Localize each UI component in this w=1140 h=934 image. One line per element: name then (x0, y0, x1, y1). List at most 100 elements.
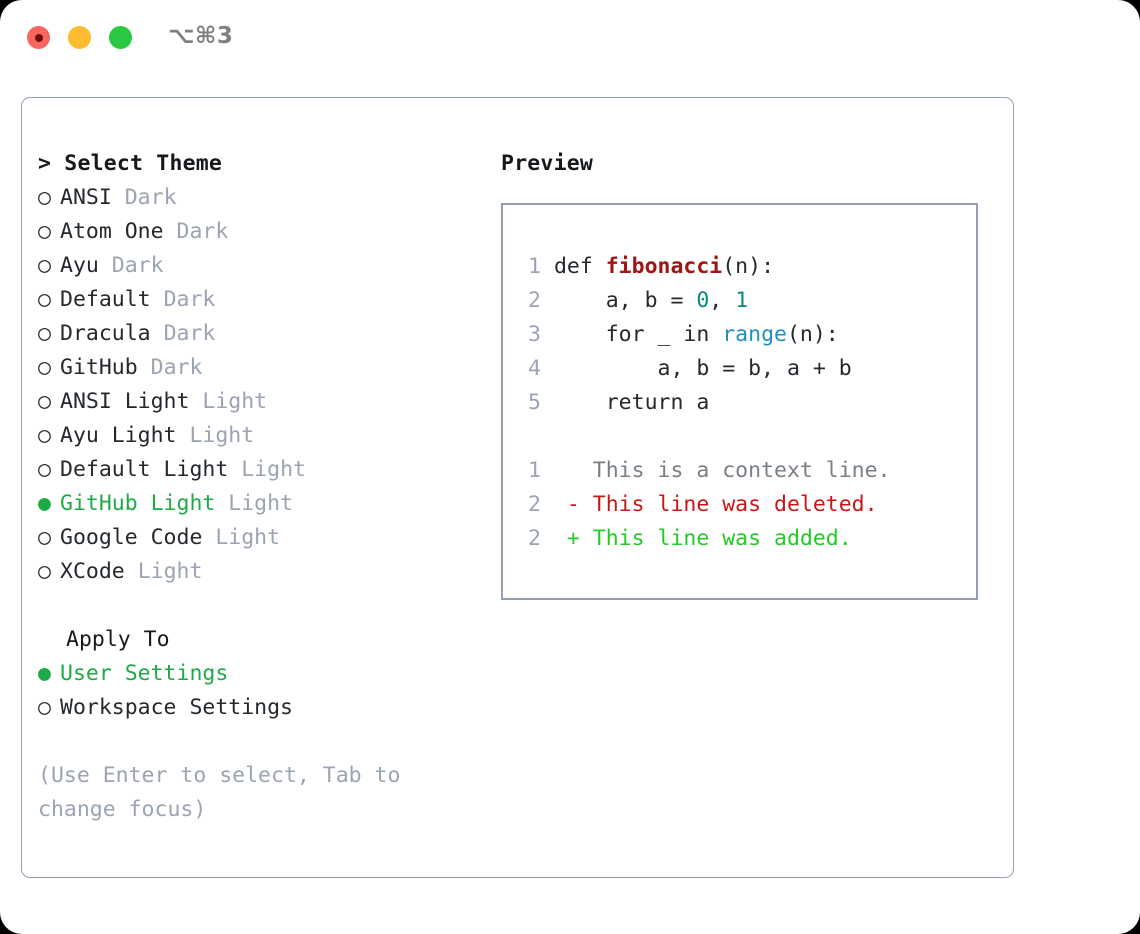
theme-picker-header: > Select Theme (38, 147, 498, 181)
line-number: 1 (528, 458, 541, 483)
theme-option-name: Ayu Light (60, 423, 177, 448)
theme-option-xcode[interactable]: ○ XCode Light (38, 555, 498, 589)
theme-option-category: Dark (124, 185, 177, 210)
line-number: 4 (528, 356, 541, 381)
radio-unselected-icon: ○ (38, 185, 51, 210)
maximize-button[interactable] (109, 26, 132, 49)
diff-sign: - (566, 492, 593, 517)
code-line: 4 a, b = b, a + b (515, 352, 970, 386)
theme-option-ansi[interactable]: ○ANSI Dark (38, 181, 498, 215)
code-line: 3 for _ in range(n): (515, 318, 970, 352)
close-button[interactable] (27, 26, 50, 49)
apply-to-option-name: User Settings (60, 661, 229, 686)
code-line: 2 a, b = 0, 1 (515, 284, 970, 318)
line-number: 3 (528, 322, 541, 347)
radio-unselected-icon: ○ (38, 321, 51, 346)
radio-unselected-icon: ○ (38, 287, 51, 312)
title-bar: ⌥⌘3 (0, 0, 1140, 76)
theme-option-category: Light (228, 491, 294, 516)
code-token: range (722, 322, 787, 347)
radio-selected-icon: ● (38, 491, 51, 516)
radio-selected-icon: ● (38, 661, 51, 686)
diff-text: This is a context line. (592, 458, 891, 483)
theme-option-category: Dark (150, 355, 203, 380)
preview-title: Preview (501, 151, 594, 176)
theme-option-dracula[interactable]: ○ Dracula Dark (38, 317, 498, 351)
diff-line-added: 2 + This line was added. (515, 522, 970, 556)
theme-option-category: Dark (111, 253, 164, 278)
theme-option-category: Light (215, 525, 281, 550)
radio-unselected-icon: ○ (38, 695, 51, 720)
theme-option-category: Dark (163, 321, 216, 346)
keyboard-hint: (Use Enter to select, Tab to change focu… (38, 763, 401, 822)
code-line: 5 return a (515, 386, 970, 420)
apply-to-label: Apply To (66, 627, 170, 652)
theme-option-github[interactable]: ○ GitHub Dark (38, 351, 498, 385)
theme-option-name: Dracula (60, 321, 151, 346)
theme-option-atom-one[interactable]: ○ Atom One Dark (38, 215, 498, 249)
header-prompt-marker: > (38, 151, 65, 176)
diff-sign: + (566, 526, 593, 551)
list-spacer (38, 589, 498, 623)
theme-option-ayu-light[interactable]: ○ Ayu Light Light (38, 419, 498, 453)
apply-to-option-name: Workspace Settings (60, 695, 293, 720)
theme-option-category: Dark (163, 287, 216, 312)
code-token: (n): (786, 322, 839, 347)
diff-text: This line was deleted. (592, 492, 878, 517)
radio-unselected-icon: ○ (38, 559, 51, 584)
theme-option-category: Light (189, 423, 255, 448)
diff-text: This line was added. (592, 526, 852, 551)
line-number: 5 (528, 390, 541, 415)
apply-to-option-user-settings[interactable]: ● User Settings (38, 657, 498, 691)
theme-option-name: GitHub (60, 355, 138, 380)
radio-unselected-icon: ○ (38, 389, 51, 414)
theme-picker-column: > Select Theme ○ANSI Dark○Atom One Dark○… (38, 147, 498, 827)
theme-option-category: Light (202, 389, 268, 414)
window-controls (27, 26, 132, 49)
theme-option-name: Default (60, 287, 151, 312)
code-token: 1 (735, 288, 749, 313)
code-token: fibonacci (605, 254, 723, 279)
code-token: , (709, 288, 736, 313)
theme-option-default-light[interactable]: ○Default Light Light (38, 453, 498, 487)
apply-to-option-workspace-settings[interactable]: ○ Workspace Settings (38, 691, 498, 725)
code-token: for _ in (605, 322, 723, 347)
theme-option-category: Light (137, 559, 203, 584)
preview-column: Preview 1 def fibonacci(n):2 a, b = 0, 1… (501, 147, 1001, 600)
code-token: a, b = (605, 288, 697, 313)
code-token: def (553, 254, 606, 279)
theme-option-default[interactable]: ○ Default Dark (38, 283, 498, 317)
theme-option-ansi-light[interactable]: ○ANSI Light Light (38, 385, 498, 419)
apply-to-options: ● User Settings ○ Workspace Settings (38, 657, 498, 725)
minimize-button[interactable] (68, 26, 91, 49)
radio-unselected-icon: ○ (38, 219, 51, 244)
theme-option-name: XCode (60, 559, 125, 584)
diff-sign (567, 458, 593, 483)
line-number: 2 (528, 288, 541, 313)
code-token: (n): (722, 254, 775, 279)
theme-option-name: Ayu (60, 253, 99, 278)
radio-unselected-icon: ○ (38, 525, 51, 550)
theme-list: ○ANSI Dark○Atom One Dark○Ayu Dark○Defaul… (38, 181, 498, 589)
radio-unselected-icon: ○ (38, 457, 51, 482)
code-line: 1 def fibonacci(n): (515, 250, 970, 284)
main-panel: > Select Theme ○ANSI Dark○Atom One Dark○… (21, 97, 1014, 878)
diff-line-context: 1 This is a context line. (515, 454, 970, 488)
theme-option-ayu[interactable]: ○Ayu Dark (38, 249, 498, 283)
line-number: 2 (528, 526, 541, 551)
radio-unselected-icon: ○ (38, 423, 51, 448)
diff-lines: 1 This is a context line. 2 - This line w… (515, 454, 970, 556)
theme-option-name: Atom One (60, 219, 164, 244)
theme-option-github-light[interactable]: ●GitHub Light Light (38, 487, 498, 521)
keyboard-shortcut-label: ⌥⌘3 (168, 23, 234, 49)
theme-option-google-code[interactable]: ○Google Code Light (38, 521, 498, 555)
radio-unselected-icon: ○ (38, 355, 51, 380)
theme-option-category: Dark (176, 219, 229, 244)
code-diff-spacer (515, 420, 970, 454)
line-number: 2 (528, 492, 541, 517)
code-token: 0 (696, 288, 710, 313)
